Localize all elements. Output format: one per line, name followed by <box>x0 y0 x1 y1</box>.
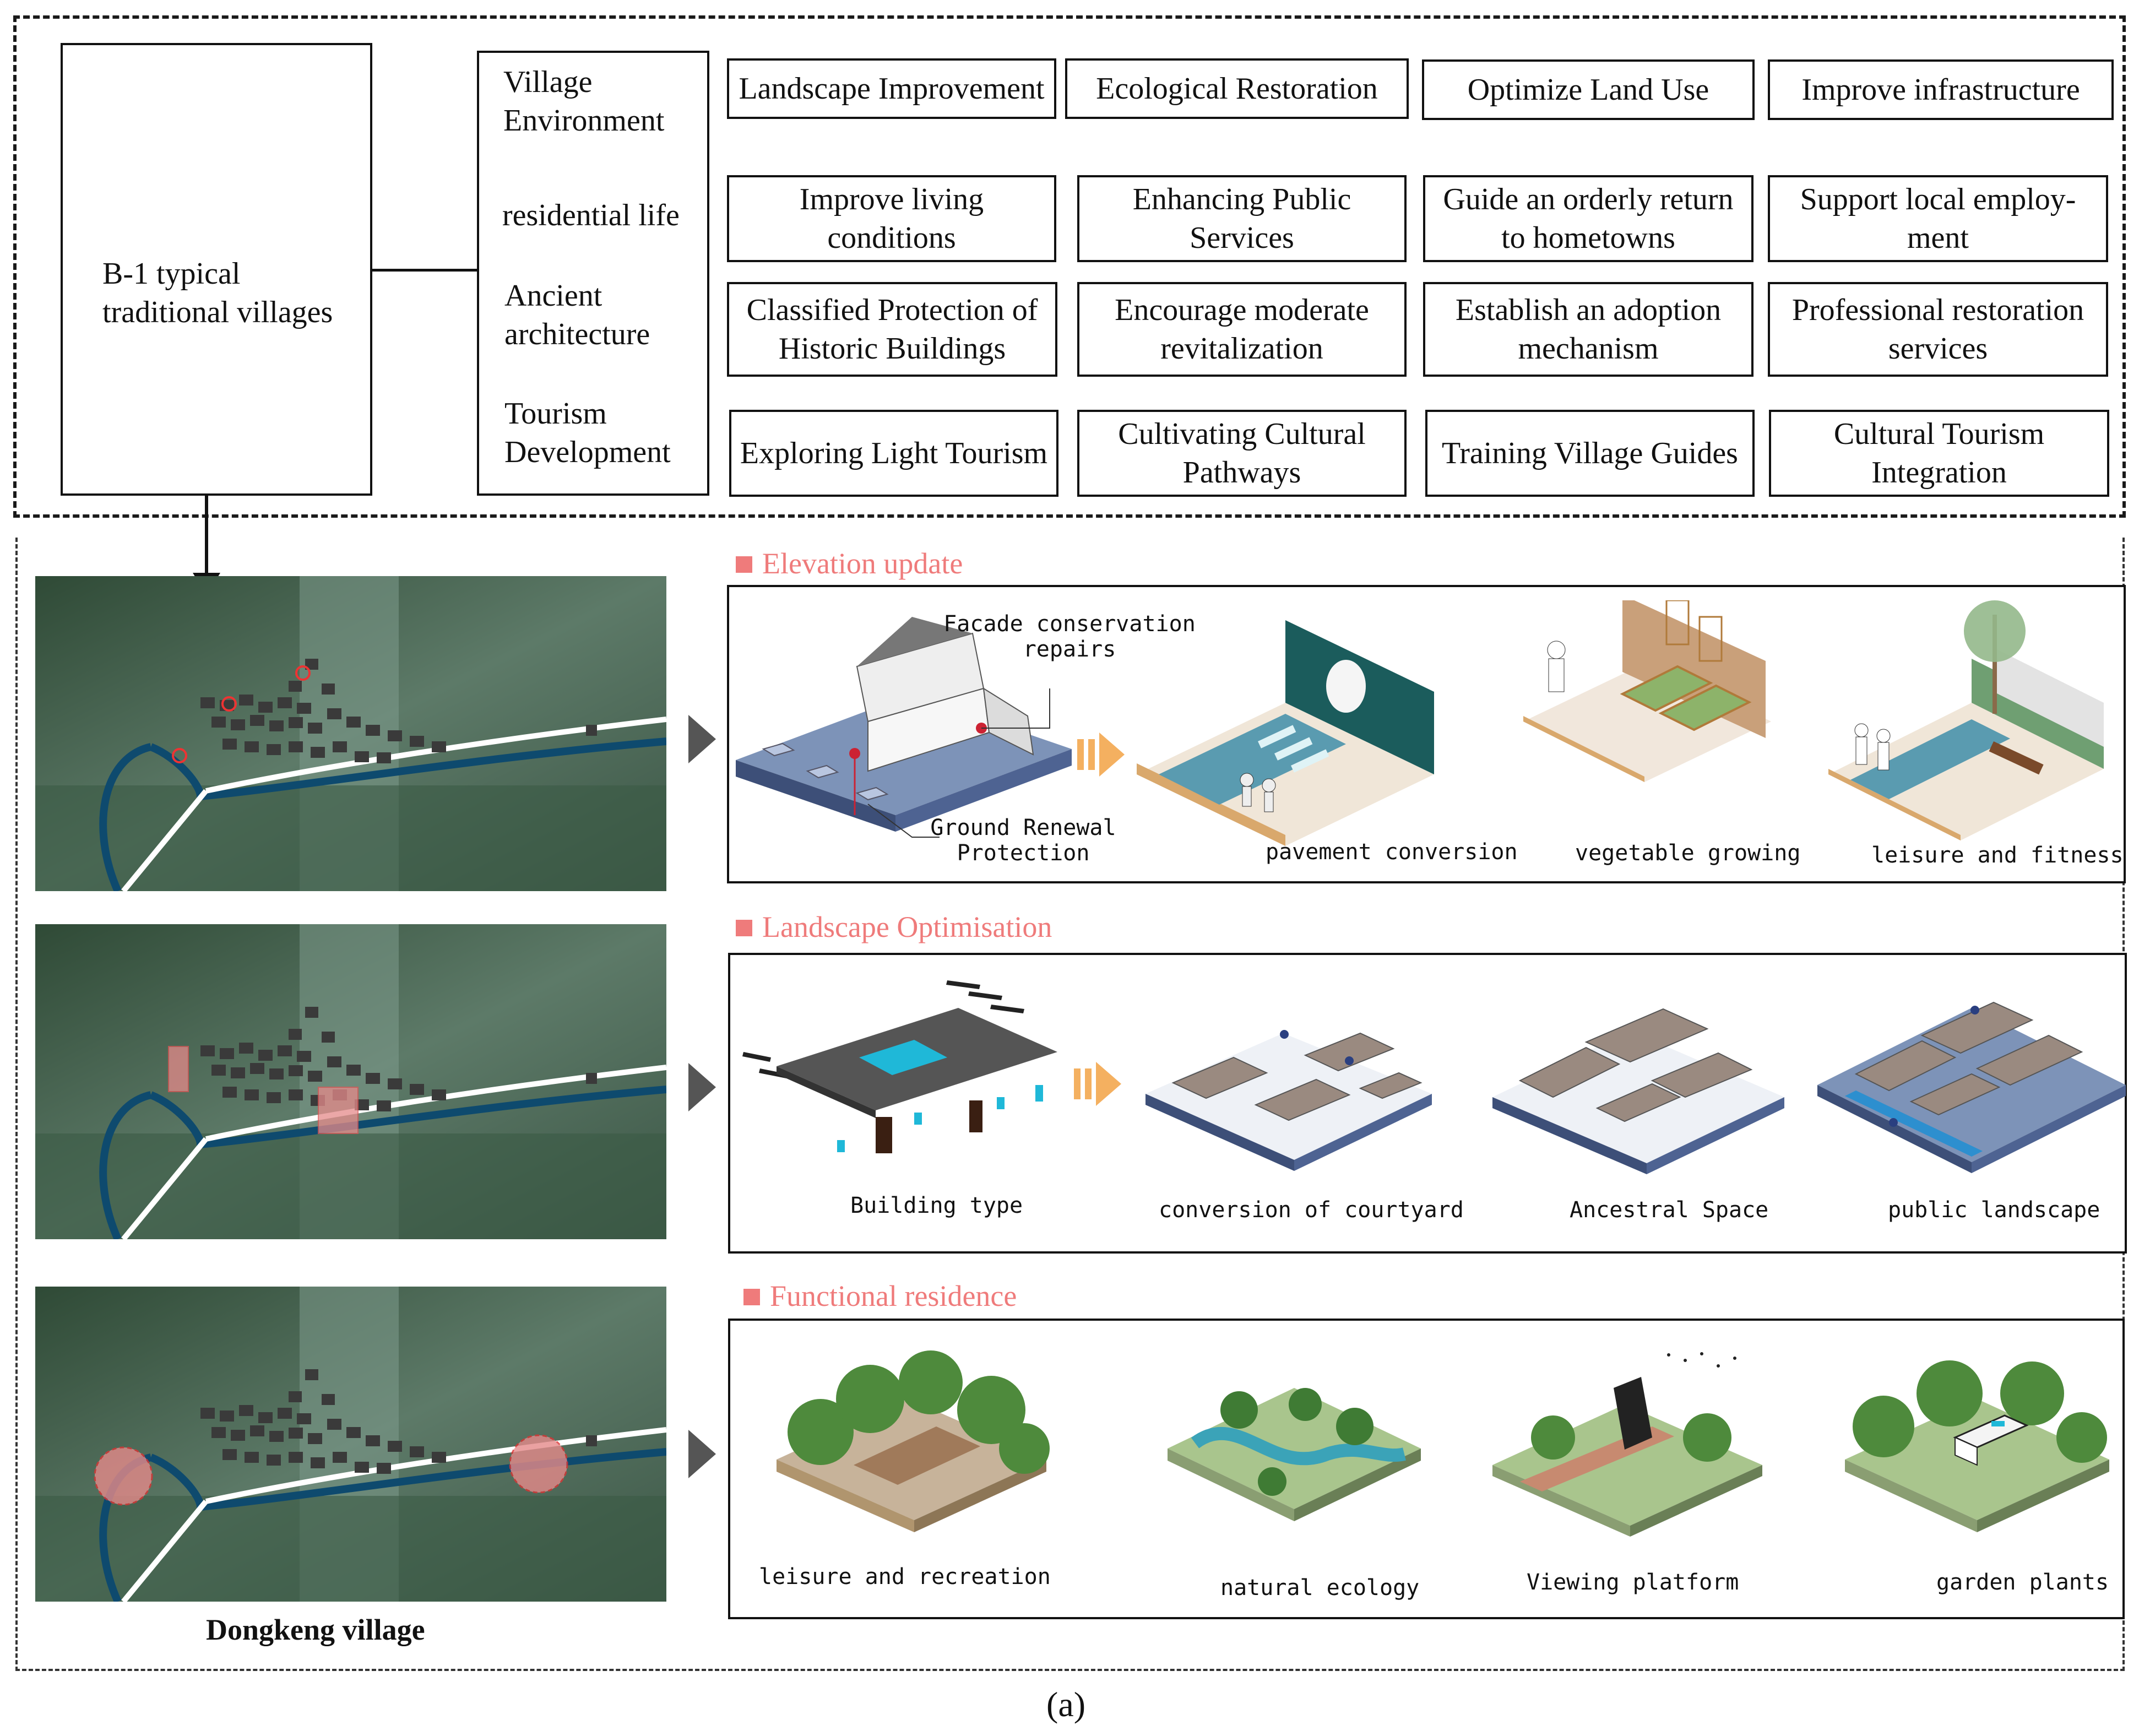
strategy-frame <box>13 15 2126 518</box>
caption-public-landscape: public landscape <box>1888 1197 2100 1223</box>
figure-label: (a) <box>1046 1685 1086 1724</box>
strategy-box: Landscape Improvement <box>727 58 1056 119</box>
village-map-3 <box>35 1287 666 1602</box>
caption-viewing-platform: Viewing platform <box>1527 1570 1739 1595</box>
category-village-environment: Village Environment <box>503 65 665 138</box>
strategy-box: Establish an adoption mechanism <box>1423 282 1753 377</box>
strategy-box: Support local employ-ment <box>1768 175 2108 262</box>
annotation-facade: Facade conservation repairs <box>943 611 1196 662</box>
vegetable-growing-illustration <box>1523 600 1771 782</box>
orange-arrow-icon <box>1077 733 1125 777</box>
category-ancient-architecture: Ancient architecture <box>504 279 650 351</box>
facade-building-illustration <box>736 617 1072 838</box>
natural-ecology-illustration <box>1168 1388 1421 1521</box>
caption-leisure-recreation: leisure and recreation <box>759 1564 1051 1589</box>
village-type-box <box>61 43 372 496</box>
strategy-box: Training Village Guides <box>1425 410 1755 497</box>
category-residential-life: residential life <box>502 198 680 232</box>
building-type-illustration <box>742 980 1057 1153</box>
leisure-recreation-illustration <box>777 1350 1050 1532</box>
village-name: Dongkeng village <box>206 1613 425 1646</box>
village-map-2 <box>35 924 666 1239</box>
village-type-label: B-1 typical traditional villages <box>102 257 333 329</box>
village-map-1 <box>35 576 666 891</box>
caption-conversion-courtyard: conversion of courtyard <box>1159 1197 1464 1223</box>
caption-leisure-fitness: leisure and fitness <box>1871 843 2124 868</box>
caption-ancestral-space: Ancestral Space <box>1570 1197 1769 1223</box>
caption-garden-plants: garden plants <box>1936 1570 2109 1595</box>
category-box <box>477 51 709 496</box>
section-title-elevation: Elevation update <box>736 546 963 581</box>
strategy-box: Ecological Restoration <box>1065 58 1409 119</box>
connector-line <box>372 269 478 272</box>
flow-arrow <box>688 715 716 763</box>
flow-arrow <box>688 1430 716 1478</box>
section-title-landscape: Landscape Optimisation <box>736 910 1052 944</box>
strategy-box: Improve infrastructure <box>1768 59 2114 120</box>
courtyard-illustration <box>1145 1030 1432 1171</box>
pavement-conversion-illustration <box>1137 620 1434 846</box>
leisure-fitness-illustration <box>1828 600 2104 840</box>
public-landscape-illustration <box>1817 1001 2126 1173</box>
caption-vegetable-growing: vegetable growing <box>1575 840 1801 866</box>
orange-arrow-icon <box>1074 1062 1121 1106</box>
category-tourism-development: Tourism Development <box>504 397 671 469</box>
strategy-box: Cultivating Cultural Pathways <box>1077 410 1407 497</box>
strategy-box: Professional restoration services <box>1768 282 2108 377</box>
ancestral-space-illustration <box>1492 1008 1784 1174</box>
section-title-functional: Functional residence <box>743 1279 1017 1313</box>
flow-arrow <box>688 1063 716 1111</box>
strategy-box: Cultural Tourism Integration <box>1769 410 2109 497</box>
strategy-box: Enhancing Public Services <box>1077 175 1407 262</box>
garden-plants-illustration <box>1845 1360 2109 1532</box>
caption-natural-ecology: natural ecology <box>1220 1575 1420 1601</box>
strategy-box: Encourage moderate revitalization <box>1077 282 1407 377</box>
viewing-platform-illustration <box>1492 1352 1762 1537</box>
annotation-ground: Ground Renewal Protection <box>930 815 1116 866</box>
strategy-box: Guide an orderly return to hometowns <box>1423 175 1753 262</box>
caption-building-type: Building type <box>850 1193 1023 1218</box>
strategy-box: Classified Protection of Historic Buildi… <box>727 282 1057 377</box>
down-arrow-shaft <box>205 496 208 578</box>
strategy-box: Optimize Land Use <box>1422 59 1755 120</box>
strategy-box: Improve living conditions <box>727 175 1056 262</box>
strategy-box: Exploring Light Tourism <box>729 410 1058 497</box>
caption-pavement-conversion: pavement conversion <box>1266 839 1518 865</box>
